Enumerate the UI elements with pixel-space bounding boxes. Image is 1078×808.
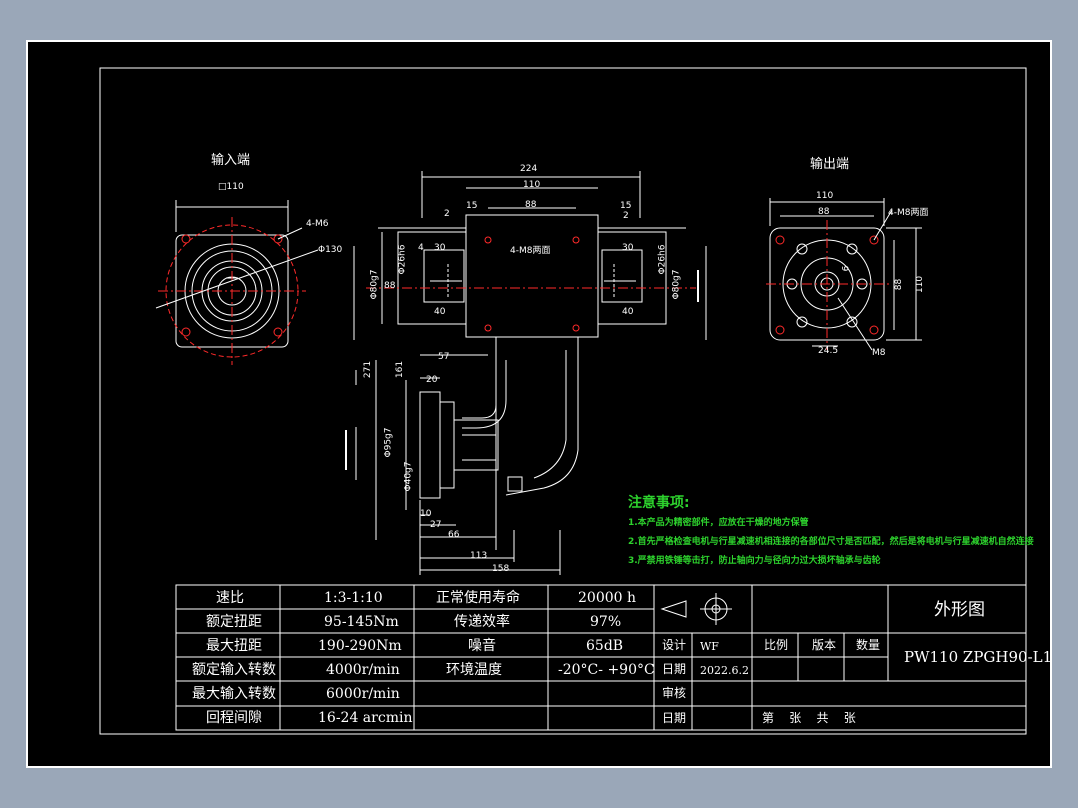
output-end-label: 输出端 xyxy=(810,157,850,172)
spec-cell: 95-145Nm xyxy=(324,614,399,630)
dim-label: 40 xyxy=(622,307,634,317)
dim-label: 113 xyxy=(470,551,488,561)
scale-label: 比例 xyxy=(764,638,789,652)
dim-label: 4 xyxy=(418,243,424,253)
dim-label: 88 xyxy=(525,200,537,210)
spec-cell: 190-290Nm xyxy=(318,638,402,654)
dim-label: 161 xyxy=(395,360,406,379)
note-item: 1.本产品为精密部件，应放在干燥的地方保管 xyxy=(628,518,809,528)
dim-label: 110 xyxy=(816,191,834,201)
dim-label: 57 xyxy=(438,352,450,362)
review-label: 审核 xyxy=(662,686,687,700)
notes-title: 注意事项: xyxy=(628,495,690,511)
spec-cell: 最大输入转数 xyxy=(192,686,276,702)
dim-label: Φ130 xyxy=(318,245,343,255)
dim-label: 271 xyxy=(363,360,374,379)
qty-label: 数量 xyxy=(856,638,881,652)
dim-label: 4-M8两面 xyxy=(888,208,929,218)
dim-label: 24.5 xyxy=(818,346,839,356)
design-label: 设计 xyxy=(662,638,687,652)
note-item: 3.严禁用铁锤等击打，防止轴向力与径向力过大损坏轴承与齿轮 xyxy=(628,556,881,566)
dim-label: 66 xyxy=(448,530,460,540)
dim-label: 10 xyxy=(420,509,432,519)
drawing-sheet: 输入端 输出端 □110 4-M6 Φ130 224 110 88 2 15 1… xyxy=(26,40,1052,768)
spec-cell: 20000 h xyxy=(578,590,637,606)
dim-label: 30 xyxy=(434,243,446,253)
spec-cell: 6000r/min xyxy=(326,686,400,702)
output-end-view xyxy=(766,198,922,351)
dim-label: 4-M8两面 xyxy=(510,246,551,256)
date-label-2: 日期 xyxy=(662,711,687,725)
note-item: 2.首先严格检查电机与行星减速机相连接的各部位尺寸是否匹配，然后是将电机与行星减… xyxy=(628,537,1034,547)
dim-label: 30 xyxy=(622,243,634,253)
spec-table-grid xyxy=(175,584,1027,731)
spec-cell: 正常使用寿命 xyxy=(436,590,520,606)
dim-label: 88 xyxy=(818,207,830,217)
dim-label: Φ80g7 xyxy=(369,269,380,300)
front-view-bottom xyxy=(345,270,699,575)
dim-label: 88 xyxy=(384,281,396,291)
dim-label: Φ26h6 xyxy=(657,244,668,275)
spec-cell: 16-24 arcmin xyxy=(318,710,413,726)
cad-drawing xyxy=(26,40,1052,768)
dim-label: M8 xyxy=(872,348,886,358)
dim-label: 27 xyxy=(430,520,442,530)
spec-cell: -20°C- +90°C xyxy=(558,662,655,678)
spec-cell: 65dB xyxy=(586,638,624,654)
spec-cell: 额定输入转数 xyxy=(192,662,276,678)
sheet-count: 第 张 共 张 xyxy=(762,711,856,725)
dim-label: Φ80g7 xyxy=(671,269,682,300)
spec-cell: 传递效率 xyxy=(454,614,510,630)
dim-label: 2 xyxy=(444,209,450,219)
dim-label: 40 xyxy=(434,307,446,317)
model-number: PW110 ZPGH90-L1 xyxy=(904,648,1053,666)
dim-label: Φ40g7 xyxy=(403,461,414,492)
spec-cell: 速比 xyxy=(216,590,244,606)
dim-label: 15 xyxy=(620,201,632,211)
dim-label: Φ95g7 xyxy=(383,427,394,458)
version-label: 版本 xyxy=(812,638,837,652)
dim-label: 6 xyxy=(841,265,852,272)
date-value: 2022.6.2 xyxy=(700,664,749,677)
dim-label: 158 xyxy=(492,564,510,574)
dim-label: 20 xyxy=(426,375,438,385)
dim-label: 2 xyxy=(623,211,629,221)
spec-cell: 额定扭距 xyxy=(206,614,262,630)
dim-label: □110 xyxy=(218,182,244,192)
dim-label: Φ26h6 xyxy=(397,244,408,275)
dim-label: 15 xyxy=(466,201,478,211)
spec-cell: 最大扭距 xyxy=(206,638,262,654)
designer: WF xyxy=(700,640,719,653)
spec-cell: 97% xyxy=(590,614,622,630)
spec-cell: 回程间隙 xyxy=(206,710,262,726)
dim-label: 88 xyxy=(894,278,905,291)
spec-cell: 环境温度 xyxy=(446,662,502,678)
spec-cell: 噪音 xyxy=(468,638,496,654)
date-label: 日期 xyxy=(662,662,687,676)
spec-cell: 4000r/min xyxy=(326,662,400,678)
dim-label: 4-M6 xyxy=(306,219,329,229)
spec-cell: 1:3-1:10 xyxy=(324,590,383,606)
dim-label: 110 xyxy=(915,275,926,294)
dim-label: 224 xyxy=(520,164,538,174)
dim-label: 110 xyxy=(523,180,541,190)
front-view-top xyxy=(353,171,707,340)
input-end-label: 输入端 xyxy=(211,153,251,168)
input-end-view xyxy=(155,200,319,365)
drawing-title: 外形图 xyxy=(934,600,985,620)
